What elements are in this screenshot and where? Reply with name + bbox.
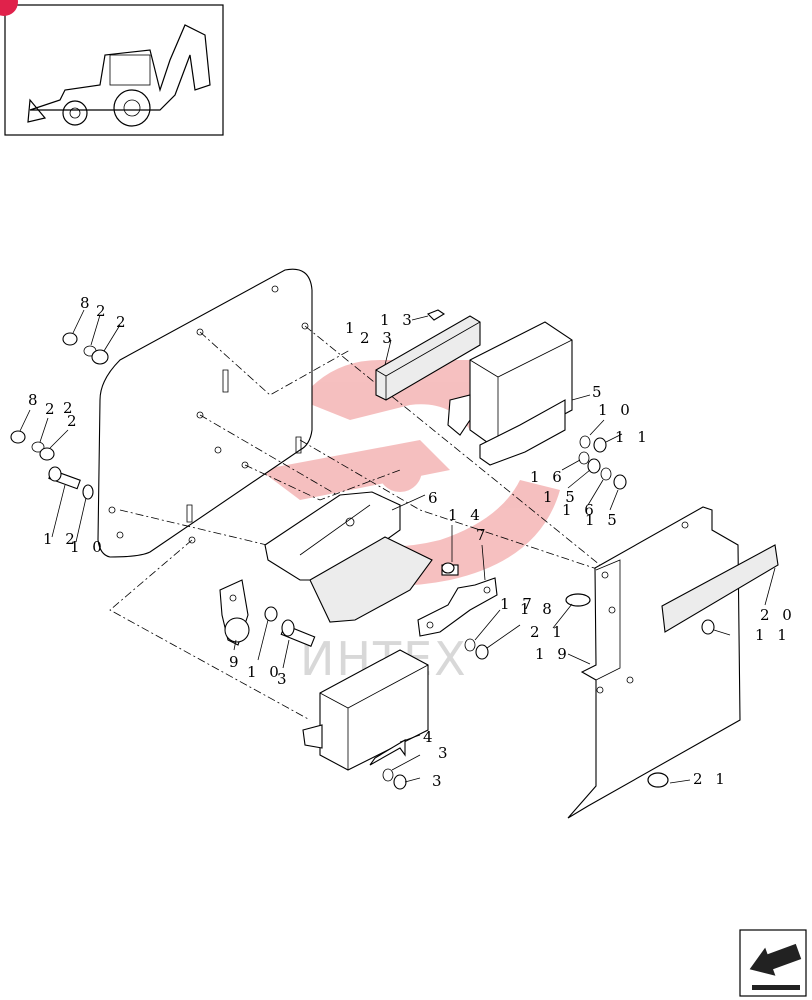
callout-label: 1 5 [543,488,579,506]
callout-label: 2 [45,400,59,418]
callout-label: 1 6 [530,468,566,486]
callout-label: 2 [116,313,130,331]
callout-label: 8 [28,391,42,409]
part-callout-labels: 8 2 2 1 1 3 2 3 8 2 2 2 5 1 0 1 1 1 6 1 … [28,294,796,790]
callout-label: 1 7 [500,595,536,613]
callout-label: 8 [80,294,94,312]
callout-label: 7 [476,526,490,544]
socket-housing-part-6 [264,491,433,623]
callout-label: 2 1 [530,623,566,641]
mounting-plate-part-1 [97,268,313,558]
callout-label: 1 6 [562,501,598,519]
control-module-part-4 [302,649,429,771]
callout-label: 1 1 [755,626,791,644]
bracket-part-7 [417,544,498,637]
next-page-button[interactable] [739,929,807,997]
fastener-set-upper [62,309,121,365]
callout-label: 1 2 [43,530,79,548]
clip-part-18 [552,593,591,629]
bar-part-23 [375,309,481,401]
callout-label: 1 3 [380,311,416,329]
callout-label: 3 [438,744,452,762]
callout-label: 4 [423,728,437,746]
callout-label: 1 1 [615,428,651,446]
cable-clamp-part-9 [219,579,250,651]
strip-part-20 [661,544,779,633]
callout-label: 9 [229,653,243,671]
clip-part-21 [647,772,691,788]
backhoe-loader-icon [27,24,211,127]
bolt-part-12 [48,466,94,543]
nuts-washers-right [561,419,627,511]
callout-label: 1 0 [70,538,106,556]
nut-washer-part-3 [382,754,421,790]
callout-label: 1 9 [535,645,571,663]
callout-label: 1 4 [448,506,484,524]
relay-box-part-5 [447,321,591,466]
callout-label: 2 1 [693,770,729,788]
callout-label: 6 [428,489,442,507]
callout-label: 1 5 [585,511,621,529]
fastener-set-lower [10,409,69,461]
callout-label: 2 [96,302,110,320]
callout-label: 1 0 [598,401,634,419]
cover-plate-part-19 [567,506,741,819]
callout-label: 2 [63,399,77,417]
callout-label: 2 0 [760,606,796,624]
callout-label: 2 3 [360,329,396,347]
callout-label: 1 8 [520,600,556,618]
thumbnail-badge-icon [0,0,18,16]
callout-label: 1 0 [247,663,283,681]
bolt-part-3 [257,606,316,669]
callout-label: 5 [592,383,606,401]
nut-part-11 [701,619,731,636]
callout-label: 3 [432,772,446,790]
nut-washer-part-17 [464,609,521,660]
callout-label: 1 [345,319,359,337]
machine-thumbnail[interactable] [0,0,224,136]
callout-label: 2 [67,412,81,430]
arrow-icon [749,943,802,976]
pin-part-14 [441,525,459,576]
callout-label: 3 [277,670,291,688]
